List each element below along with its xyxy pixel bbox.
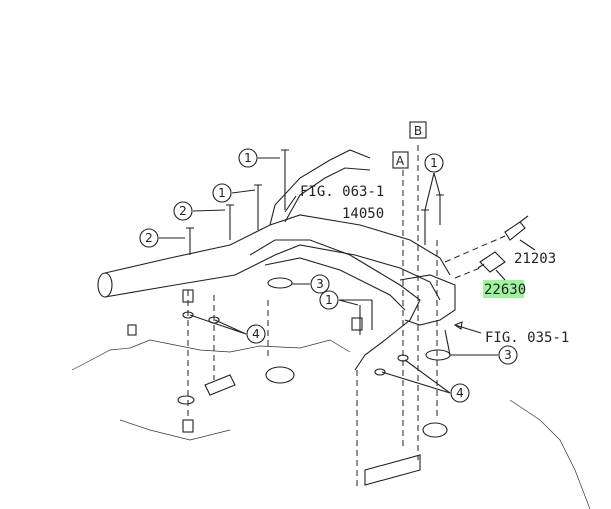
bolts	[186, 149, 444, 335]
callout-number: 2	[145, 231, 153, 245]
gaskets	[127, 277, 451, 486]
callout-number: 1	[244, 151, 252, 165]
ref-box-a: A	[392, 151, 409, 169]
callout-2: 2	[173, 201, 193, 221]
callout-3: 3	[310, 274, 330, 294]
leader-dashed	[444, 235, 506, 263]
engine-outline-lower	[119, 419, 231, 441]
ref-box-b: B	[409, 121, 427, 139]
callout-1: 1	[212, 183, 232, 203]
ref-letter: B	[414, 124, 422, 138]
part-number-21203[interactable]: 21203	[514, 251, 556, 267]
coolant-pipe-14050	[97, 149, 456, 371]
part-number-14050[interactable]: 14050	[342, 206, 384, 222]
callout-1: 1	[319, 290, 339, 310]
callout-number: 1	[430, 156, 438, 170]
callout-4: 4	[450, 383, 470, 403]
callout-number: 3	[316, 277, 324, 291]
part-number-22630[interactable]: 22630	[484, 282, 526, 298]
leader	[519, 239, 536, 251]
callout-3: 3	[498, 345, 518, 365]
part-highlight	[483, 280, 524, 298]
callout-4: 4	[246, 324, 266, 344]
callout-number: 1	[218, 186, 226, 200]
figure-ref-063-1[interactable]: FIG. 063-1	[300, 184, 384, 200]
engine-outline	[71, 339, 351, 371]
callout-number: 1	[325, 293, 333, 307]
engine-outline-right	[509, 399, 591, 509]
callout-number: 4	[456, 386, 464, 400]
callout-1: 1	[238, 148, 258, 168]
callout-number: 4	[252, 327, 260, 341]
callout-2: 2	[139, 228, 159, 248]
ref-letter: A	[396, 154, 405, 168]
leader-dashed	[454, 267, 481, 279]
figure-ref-035-1[interactable]: FIG. 035-1	[485, 330, 569, 346]
callout-number: 2	[179, 204, 187, 218]
callout-number: 3	[504, 348, 512, 362]
callout-1: 1	[424, 153, 444, 173]
callout-leaders	[159, 157, 498, 394]
leader	[495, 269, 506, 281]
sensor-21203	[504, 215, 529, 241]
sensor-22630	[477, 251, 506, 273]
